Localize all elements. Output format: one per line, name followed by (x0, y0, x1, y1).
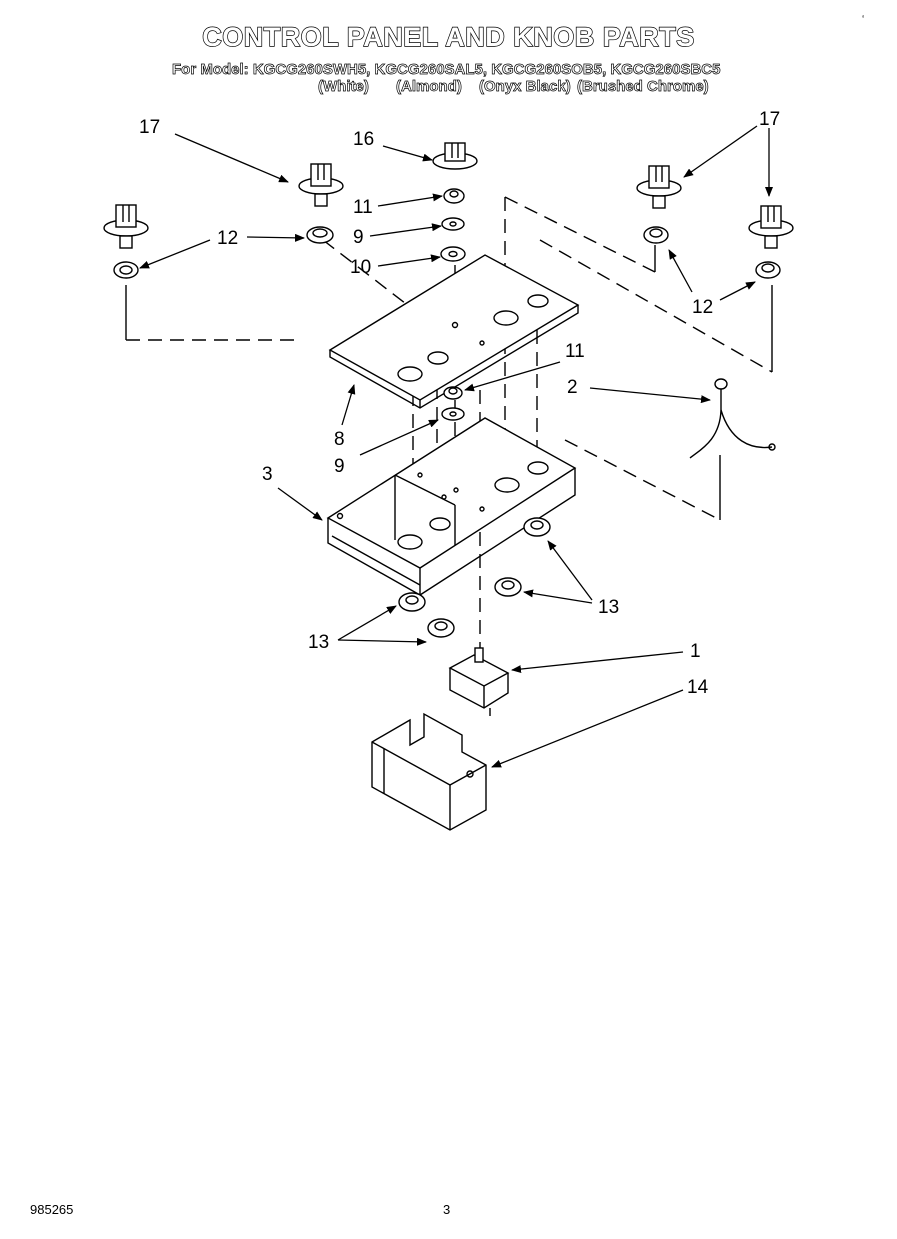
routing-lines (126, 196, 773, 650)
color-brushed-chrome: (Brushed Chrome) (577, 78, 709, 96)
callout-11-upper: 11 (353, 197, 373, 218)
callout-13-right: 13 (598, 597, 619, 618)
callout-2: 2 (567, 377, 578, 398)
nut-washers-lower (441, 386, 465, 421)
valve-switch (448, 647, 510, 716)
callout-12-left: 12 (217, 228, 238, 249)
callout-labels: 17 16 17 11 9 10 12 12 11 2 8 9 3 13 13 … (139, 109, 780, 698)
color-onyx-black: (Onyx Black) (479, 78, 571, 96)
callout-8: 8 (334, 429, 345, 450)
callout-3: 3 (262, 464, 273, 485)
footer-code: 985265 (30, 1202, 74, 1217)
knob-17-left (103, 204, 149, 249)
igniter-switch (689, 378, 776, 459)
color-white: (White) (318, 78, 370, 96)
callout-1: 1 (690, 641, 701, 662)
callout-11-lower: 11 (565, 341, 585, 362)
page-title: CONTROL PANEL AND KNOB PARTS (202, 21, 695, 52)
knob-17-center (298, 163, 344, 207)
model-numbers: For Model: KGCG260SWH5, KGCG260SAL5, KGC… (172, 61, 721, 79)
callout-17-left: 17 (139, 117, 160, 138)
callout-10: 10 (350, 257, 371, 278)
nuts-13 (398, 517, 551, 638)
callout-9-lower: 9 (334, 456, 345, 477)
nut-washers-upper (440, 188, 466, 262)
shield-bracket (371, 712, 487, 831)
lower-panel (326, 417, 577, 596)
leader-arrows (139, 125, 773, 768)
color-almond: (Almond) (396, 78, 463, 96)
callout-9-upper: 9 (353, 227, 364, 248)
bushings-12 (113, 226, 781, 279)
callout-12-right: 12 (692, 297, 713, 318)
knob-17-right-b (748, 205, 794, 249)
callout-14: 14 (687, 677, 709, 698)
knob-17-right-a (636, 165, 682, 209)
knob-16 (432, 142, 478, 170)
callout-16: 16 (353, 129, 374, 150)
corner-mark: ‘ (862, 14, 865, 25)
callout-13-left: 13 (308, 632, 329, 653)
footer-page: 3 (443, 1202, 451, 1217)
callout-17-right: 17 (759, 109, 780, 130)
upper-panel (328, 254, 580, 409)
